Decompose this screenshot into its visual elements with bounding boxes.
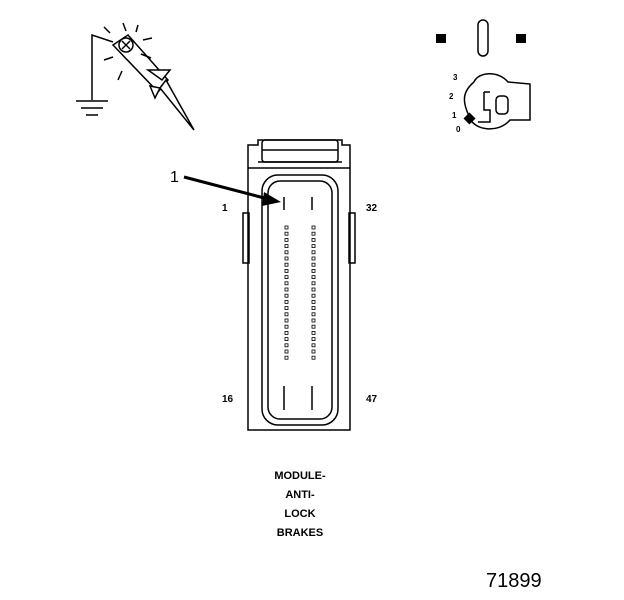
connector-housing [242,139,356,431]
pin-terminal [311,349,316,354]
pin-terminal [284,231,289,236]
pin-terminal [284,349,289,354]
pin-terminal [284,306,289,311]
pin-terminal [311,225,316,230]
pin-terminal [311,237,316,242]
callout-arrow [183,175,281,206]
pin-terminal [311,275,316,280]
pin-terminal [284,312,289,317]
pin-terminal [284,293,289,298]
pin-terminal [284,256,289,261]
pin-terminal [311,312,316,317]
caption-line-4: BRAKES [276,527,324,539]
key-position-3: 3 [453,73,458,82]
pin-terminal [311,256,316,261]
pin-terminals [284,225,316,360]
ignition-key-icon [463,73,531,130]
pin-terminal [284,337,289,342]
pin-terminal [311,343,316,348]
pin-terminal [311,250,316,255]
pin-terminal [311,355,316,360]
pin-terminal [284,262,289,267]
pin-terminal [311,262,316,267]
pin-terminal [284,324,289,329]
pin-terminal [284,244,289,249]
ignition-switch-icon [436,19,526,57]
pin-label-bottom-left: 16 [222,394,234,405]
pin-label-top-left: 1 [222,203,228,214]
key-position-0: 0 [456,125,461,134]
pin-terminal [311,318,316,323]
pin-terminal [284,343,289,348]
key-position-1: 1 [452,111,457,120]
caption-line-2: ANTI- [285,489,315,501]
pin-terminal [311,324,316,329]
pin-terminal [311,299,316,304]
pin-label-top-right: 32 [366,203,378,214]
pin-terminal [311,293,316,298]
pin-terminal [311,268,316,273]
pin-terminal [311,244,316,249]
pin-terminal [284,287,289,292]
key-position-2: 2 [449,92,454,101]
pin-terminal [311,287,316,292]
figure-number: 71899 [486,570,542,592]
component-caption: MODULE- ANTI- LOCK BRAKES [240,467,360,543]
test-light-icon [76,22,195,131]
pin-terminal [284,330,289,335]
pin-terminal [284,355,289,360]
pin-terminal [284,318,289,323]
pin-terminal [311,281,316,286]
pin-terminal [284,268,289,273]
pin-terminal [311,337,316,342]
pin-label-bottom-right: 47 [366,394,378,405]
pin-terminal [311,330,316,335]
caption-line-3: LOCK [284,508,316,520]
callout-number: 1 [170,169,179,186]
pin-terminal [284,299,289,304]
caption-line-1: MODULE- [274,470,326,482]
pin-terminal [284,237,289,242]
pin-terminal [284,225,289,230]
pin-terminal [284,275,289,280]
pin-terminal [311,306,316,311]
pin-terminal [284,281,289,286]
pin-terminal [311,231,316,236]
pin-terminal [284,250,289,255]
ground-symbol-icon [76,100,108,116]
